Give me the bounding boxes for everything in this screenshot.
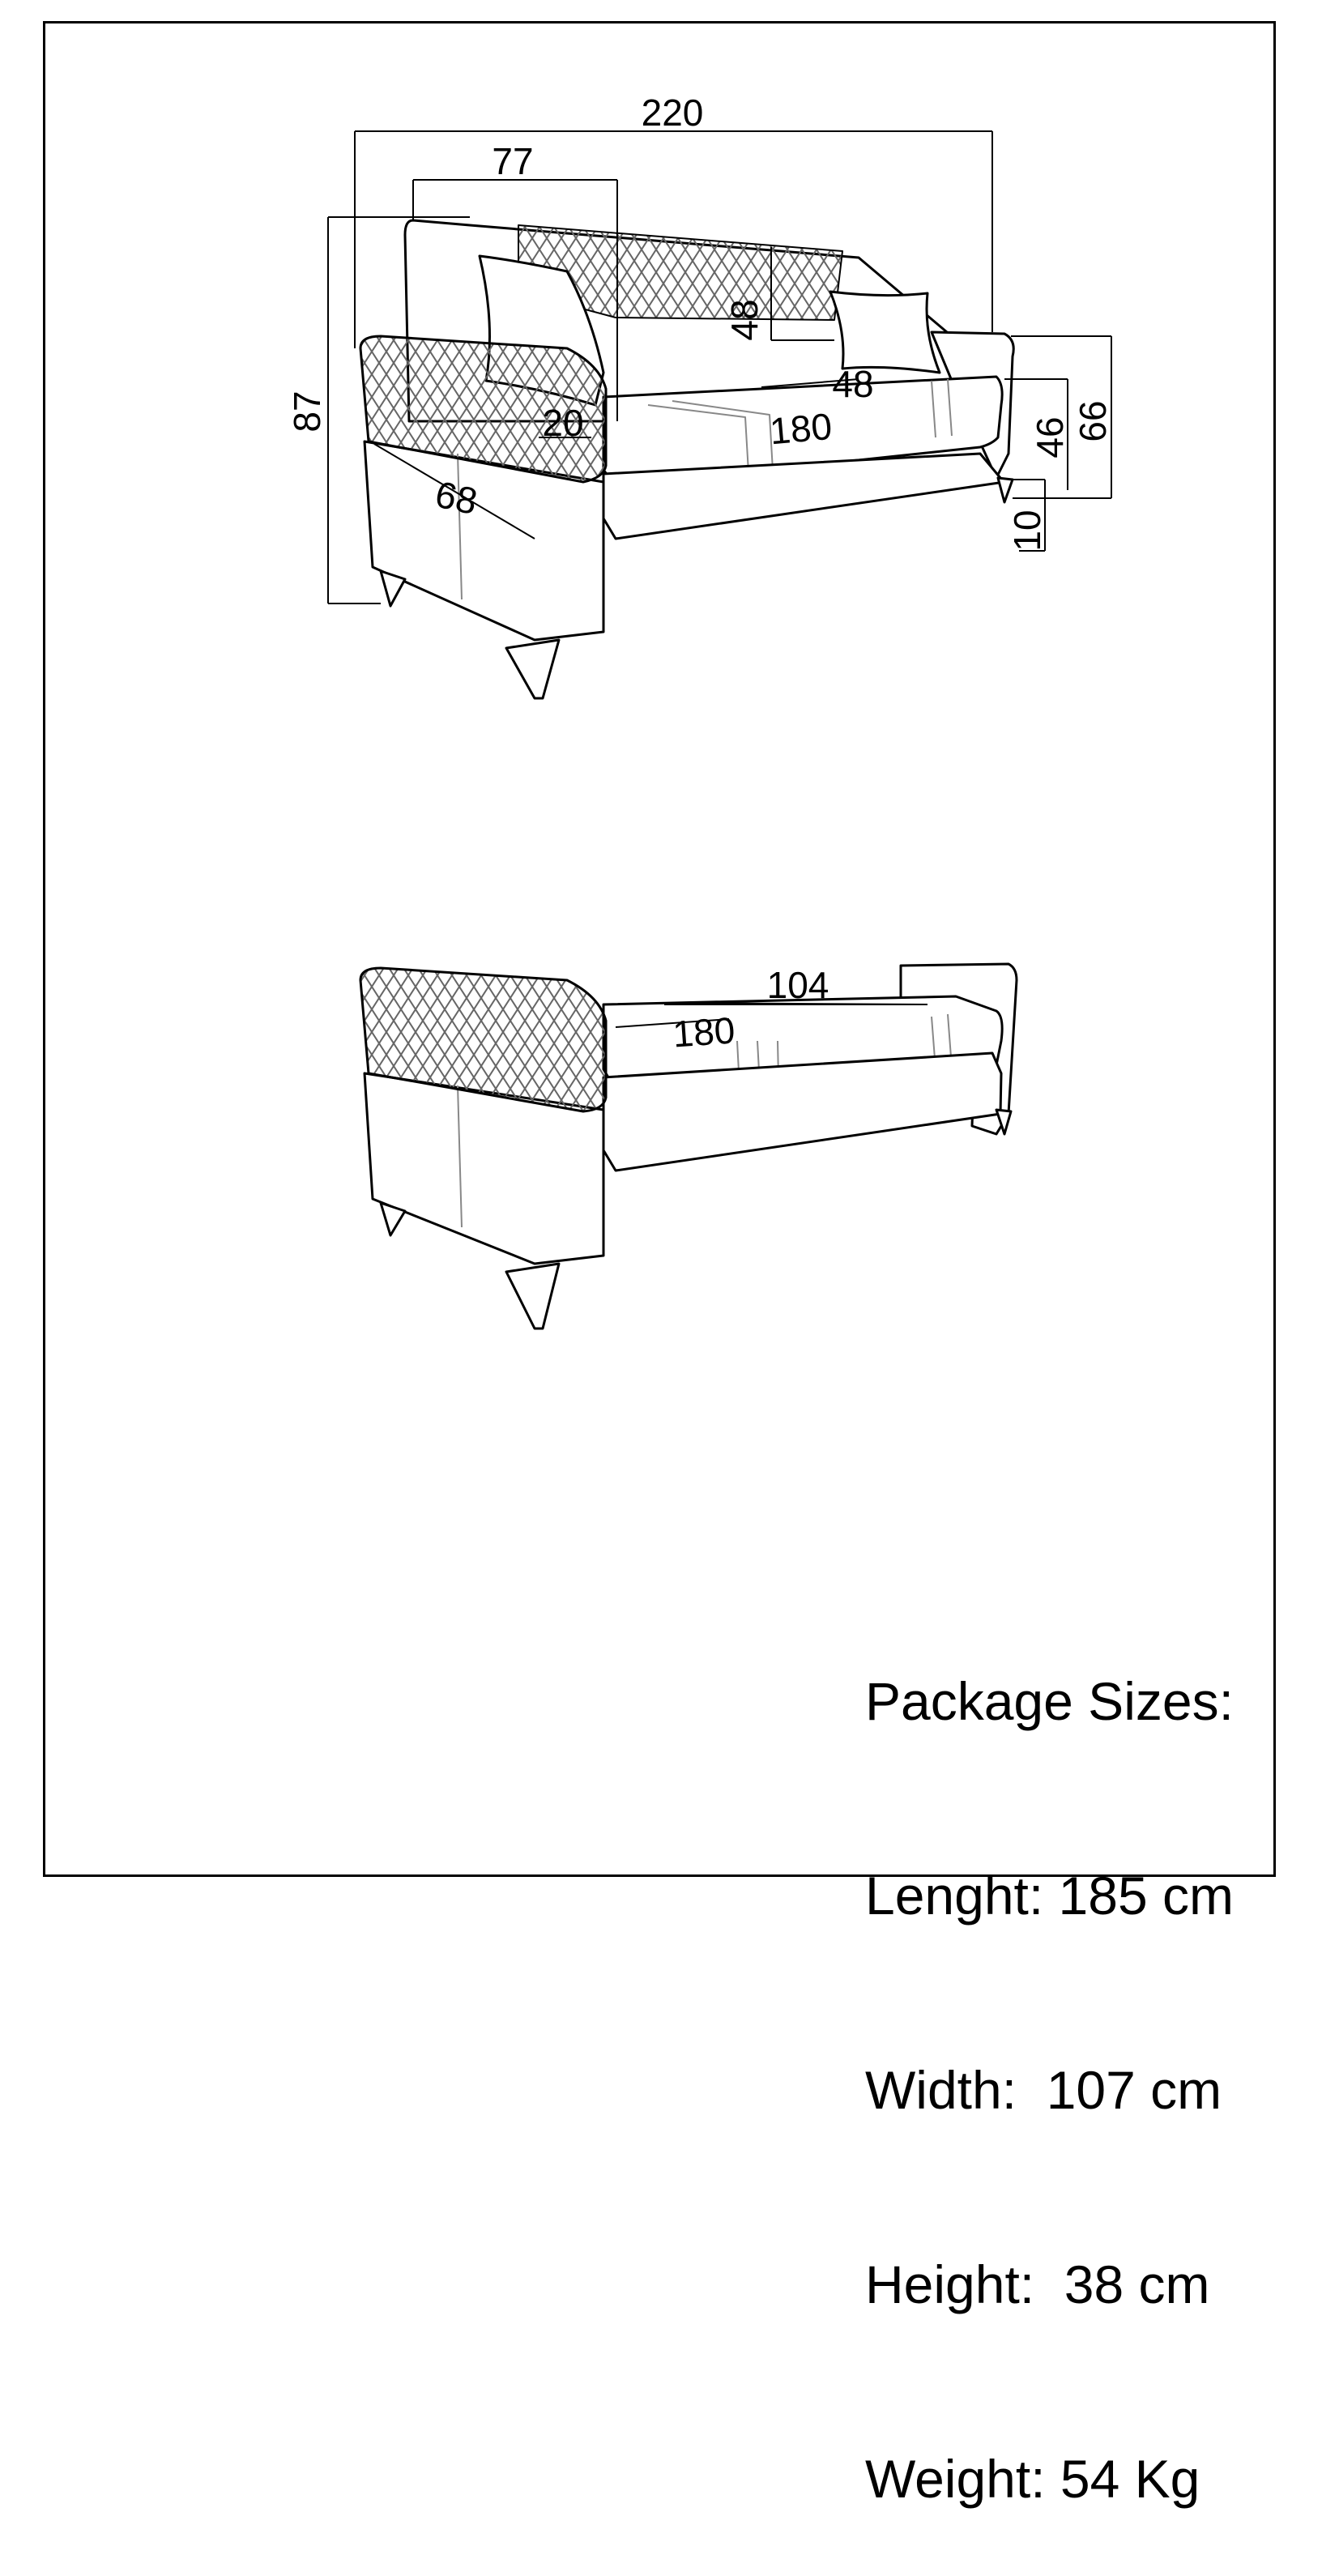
dim-bed-depth: 104	[767, 964, 829, 1006]
dim-overall-height: 87	[286, 390, 328, 432]
bed-leg-left	[379, 1201, 407, 1237]
package-height: Height: 38 cm	[865, 2254, 1210, 2314]
package-length: Lenght: 185 cm	[865, 1866, 1234, 1926]
package-title: Package Sizes:	[865, 1671, 1234, 1731]
dim-pillow-width: 48	[832, 363, 873, 405]
leg-left	[379, 569, 407, 608]
dim-seat-length: 180	[768, 405, 834, 452]
dim-seat-height: 46	[1029, 416, 1071, 458]
right-pillow	[829, 290, 941, 374]
sofa-drawing: 220 77 87 48 48 20 180 68 66 46 10 104 1…	[286, 92, 1114, 1330]
dim-overall-width: 220	[642, 92, 704, 134]
leg-right	[996, 476, 1014, 504]
seat-cushion	[602, 375, 1004, 488]
dim-arm-width: 20	[542, 402, 583, 444]
package-sizes: Package Sizes: Lenght: 185 cm Width: 107…	[865, 1539, 1234, 2576]
bed-view	[359, 962, 1018, 1330]
package-weight: Weight: 54 Kg	[865, 2449, 1200, 2509]
bed-leg-right	[995, 1108, 1013, 1136]
sofa-view	[359, 219, 1015, 700]
bed-left-arm-top	[359, 966, 608, 1113]
bed-dimension-lines	[615, 1002, 928, 1028]
dim-depth: 68	[432, 473, 481, 523]
leg-front	[505, 638, 561, 700]
package-width: Width: 107 cm	[865, 2060, 1222, 2120]
dim-backrest-height: 48	[723, 299, 765, 340]
page-frame	[43, 21, 1276, 1877]
dim-bed-length: 180	[672, 1009, 736, 1055]
dim-seat-back-width: 77	[492, 140, 533, 182]
bed-leg-front	[505, 1262, 561, 1330]
dim-leg-height: 10	[1006, 510, 1048, 551]
dim-arm-height: 66	[1072, 400, 1114, 441]
dimension-lines	[327, 130, 1112, 604]
left-arm-top	[359, 335, 608, 484]
